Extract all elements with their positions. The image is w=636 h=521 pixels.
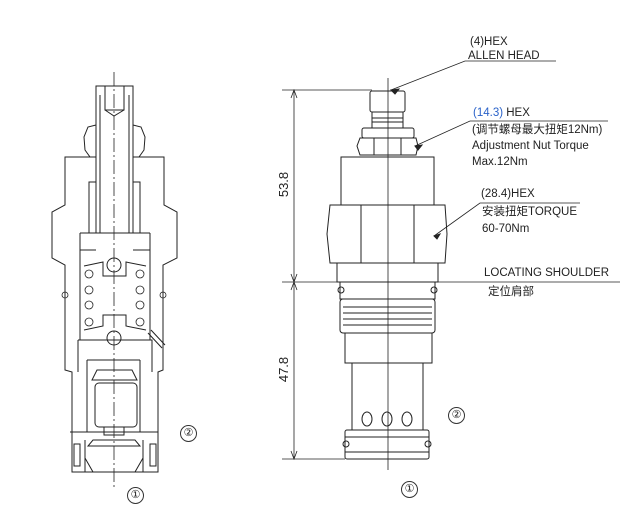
dimension-lower: 47.8 [276, 356, 292, 383]
shoulder-en: LOCATING SHOULDER [484, 267, 610, 279]
exterior-view [282, 60, 620, 470]
body-hex-torque: 60-70Nm [482, 223, 530, 235]
adjust-nut-en2: Max.12Nm [472, 156, 528, 168]
adjust-nut-size: (14.3) HEX [473, 106, 530, 120]
adjust-nut-size-suffix: HEX [503, 107, 530, 119]
port-1-left: ① [127, 487, 144, 504]
port-1-right: ① [401, 481, 418, 498]
body-hex-size: (28.4)HEX [481, 188, 535, 200]
body-hex-cn: 安装扭矩TORQUE [482, 206, 577, 218]
dimension-upper: 53.8 [276, 171, 292, 198]
port-2-left: ② [180, 425, 197, 442]
section-view [51, 72, 178, 490]
adjust-nut-size-value: (14.3) [473, 107, 504, 119]
allen-head-size: (4)HEX [470, 36, 508, 48]
adjust-nut-en1: Adjustment Nut Torque [472, 140, 589, 152]
port-2-right: ② [448, 407, 465, 424]
adjust-nut-cn: (调节螺母最大扭矩12Nm) [472, 124, 603, 136]
shoulder-cn: 定位肩部 [488, 286, 534, 298]
allen-head-label: ALLEN HEAD [468, 50, 540, 62]
